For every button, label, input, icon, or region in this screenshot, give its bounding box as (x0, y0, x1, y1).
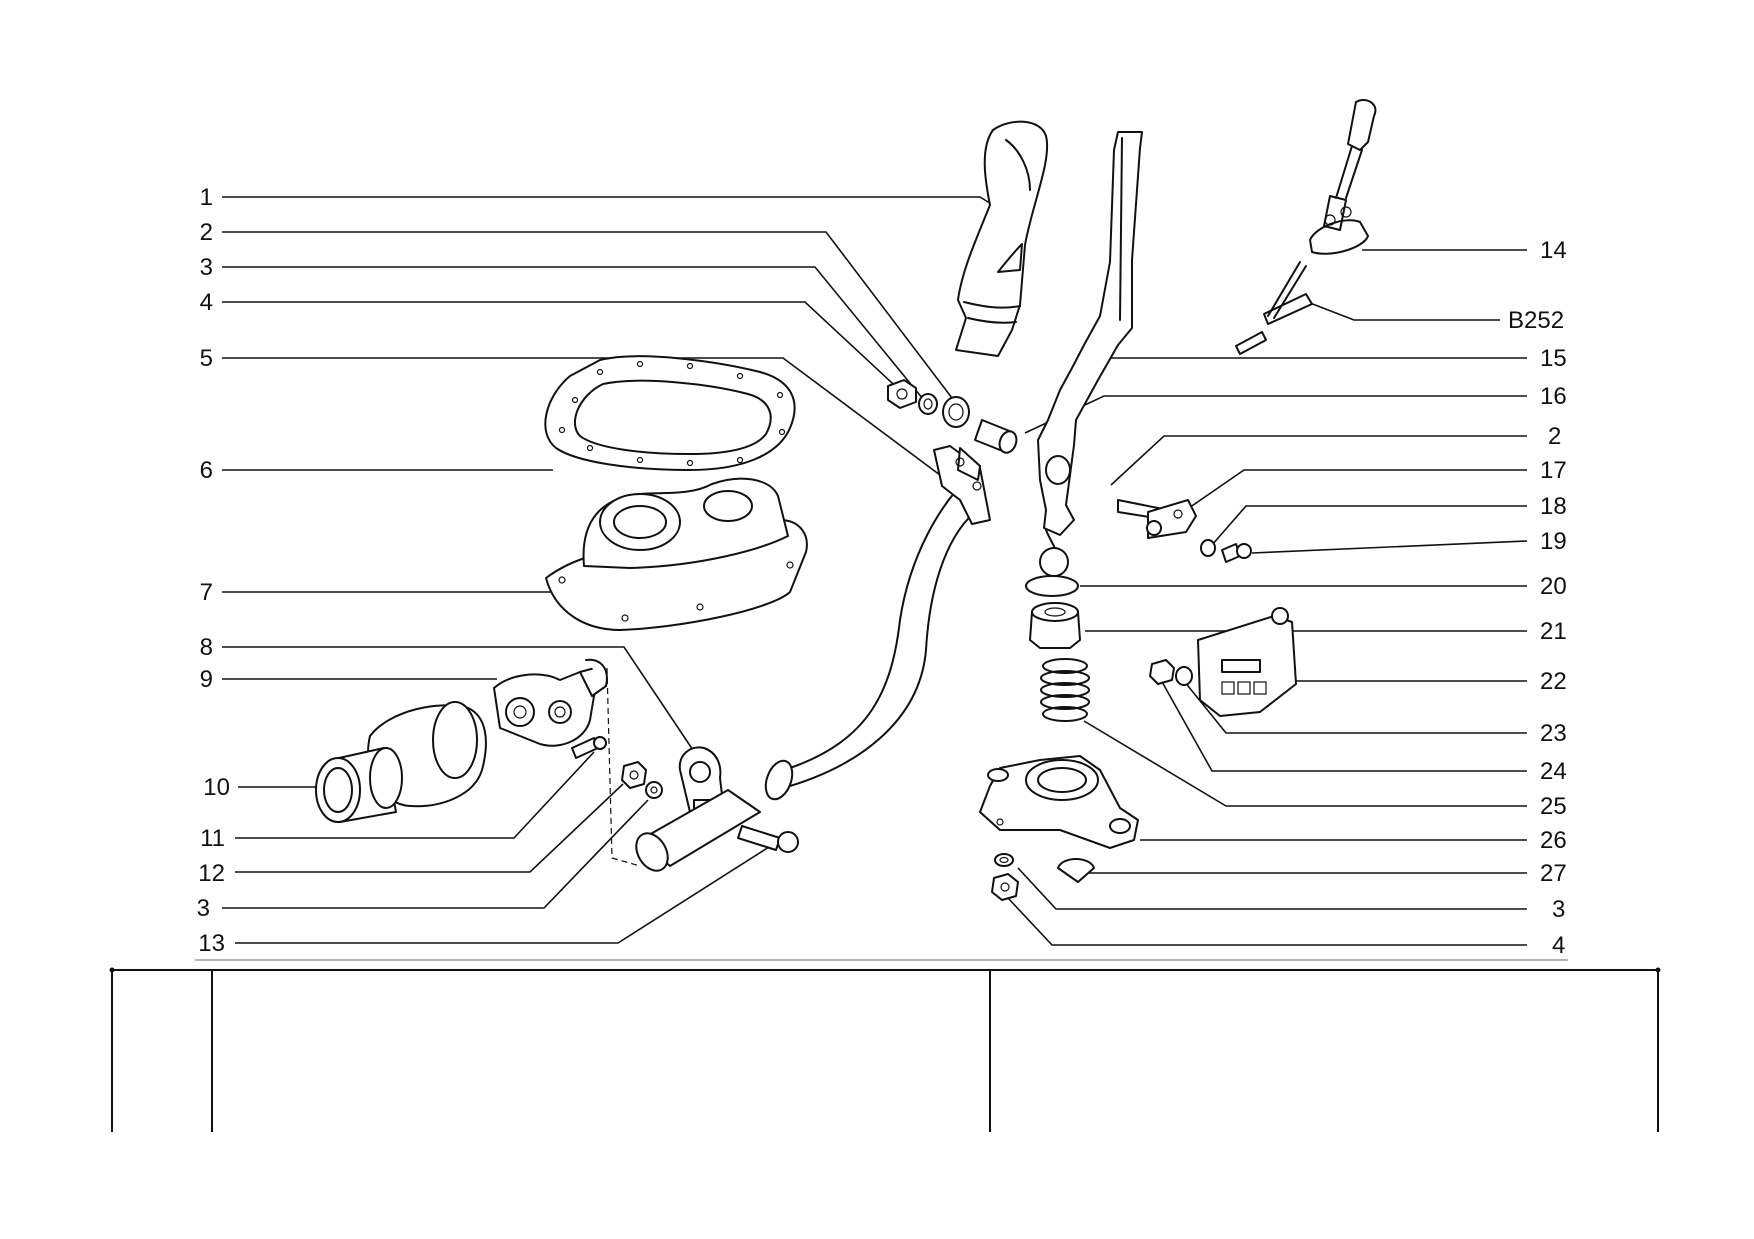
callout-20[interactable]: 20 (1080, 573, 1567, 600)
part-screw-11 (571, 736, 607, 759)
callout-26[interactable]: 26 (1140, 827, 1567, 854)
part-nut-24 (1149, 659, 1175, 685)
callout-label: 10 (203, 774, 230, 801)
callout-label: 22 (1540, 668, 1567, 695)
part-gasket (544, 355, 796, 471)
callout-label: 6 (200, 457, 213, 484)
callout-label: 1 (200, 184, 213, 211)
callout-label: 19 (1540, 528, 1567, 555)
callout-label: 27 (1540, 860, 1567, 887)
part-cap-27 (1057, 858, 1095, 883)
part-lever-assembly (1235, 98, 1377, 355)
callout-label: 26 (1540, 827, 1567, 854)
callout-label: 21 (1540, 618, 1567, 645)
callout-label: 16 (1540, 383, 1567, 410)
callout-2[interactable]: 2 (200, 219, 956, 403)
part-bushing (974, 419, 1018, 454)
callout-1[interactable]: 1 (200, 184, 994, 211)
callout-13[interactable]: 13 (198, 839, 781, 957)
callout-23[interactable]: 23 (1183, 680, 1567, 747)
callout-25[interactable]: 25 (1083, 720, 1567, 820)
callout-3[interactable]: 3 (200, 254, 933, 411)
part-washer-23 (1175, 666, 1193, 686)
callout-22[interactable]: 22 (1296, 668, 1567, 695)
callout-3b[interactable]: 3 (197, 799, 649, 922)
part-nut-4 (887, 379, 917, 409)
part-pivot-arm (1117, 499, 1197, 539)
callout-label: 2 (200, 219, 213, 246)
callout-label: 17 (1540, 457, 1567, 484)
callouts-left: 1 2 3 4 5 6 7 8 (197, 184, 994, 957)
callout-18[interactable]: 18 (1211, 493, 1567, 546)
callout-14[interactable]: 14 (1362, 237, 1567, 264)
callout-label: 11 (200, 825, 225, 852)
part-gear-knob (955, 120, 1049, 357)
callout-label: 12 (198, 860, 225, 887)
callout-15[interactable]: 15 (1086, 345, 1567, 372)
callout-label: 24 (1540, 758, 1567, 785)
callout-27[interactable]: 27 (1078, 860, 1567, 887)
callout-2r[interactable]: 2 (1110, 423, 1561, 486)
callout-label: 8 (200, 634, 213, 661)
callout-19[interactable]: 19 (1251, 528, 1567, 555)
callout-8[interactable]: 8 (200, 634, 702, 763)
callout-label: 18 (1540, 493, 1567, 520)
part-selector-rod (764, 445, 991, 801)
assembly-guide (606, 667, 641, 867)
callout-B252[interactable]: B252 (1309, 302, 1564, 334)
callout-7[interactable]: 7 (200, 579, 552, 606)
part-nut-4-bottom (991, 873, 1019, 901)
callout-label: B252 (1508, 307, 1564, 334)
callout-label: 14 (1540, 237, 1567, 264)
callout-17[interactable]: 17 (1185, 457, 1567, 511)
callout-10[interactable]: 10 (203, 774, 324, 801)
callout-12[interactable]: 12 (198, 783, 624, 887)
callout-16[interactable]: 16 (1024, 383, 1567, 434)
part-snap-ring (1025, 575, 1079, 597)
callout-label: 25 (1540, 793, 1567, 820)
part-base-housing (979, 755, 1139, 849)
part-bracket (493, 658, 608, 747)
part-rubber-mount (315, 701, 487, 823)
part-nut-12 (621, 761, 647, 789)
callout-label: 2 (1548, 423, 1561, 450)
callout-label: 3 (200, 254, 213, 281)
callout-4[interactable]: 4 (200, 289, 906, 396)
part-socket (1029, 602, 1081, 649)
callout-11[interactable]: 11 (200, 751, 595, 852)
part-bolt-13 (737, 825, 799, 853)
callout-label: 3 (197, 895, 210, 922)
callout-6[interactable]: 6 (200, 457, 553, 484)
part-washer-3 (918, 393, 938, 415)
callouts-right: 14 B252 15 16 2 17 18 19 (1007, 237, 1567, 959)
callout-label: 4 (1552, 932, 1565, 959)
callout-label: 23 (1540, 720, 1567, 747)
part-plate (1197, 607, 1297, 717)
part-washer-3-left (645, 781, 663, 799)
callout-label: 5 (200, 345, 213, 372)
callout-24[interactable]: 24 (1160, 679, 1567, 785)
part-spring (1040, 658, 1090, 722)
part-washer-18 (1200, 539, 1216, 557)
callout-label: 4 (200, 289, 213, 316)
callout-label: 15 (1540, 345, 1567, 372)
callout-3r[interactable]: 3 (1017, 867, 1565, 923)
title-block (109, 967, 1661, 1132)
callout-9[interactable]: 9 (200, 666, 497, 693)
callout-label: 13 (198, 930, 225, 957)
part-screw-19 (1221, 543, 1252, 563)
callout-label: 7 (200, 579, 213, 606)
callout-label: 9 (200, 666, 213, 693)
callout-4r[interactable]: 4 (1007, 897, 1565, 959)
callout-label: 3 (1552, 896, 1565, 923)
part-washer-3-bottom (994, 853, 1014, 867)
callout-5[interactable]: 5 (200, 345, 945, 479)
part-boot (545, 477, 808, 631)
part-sleeve (635, 789, 761, 872)
callout-21[interactable]: 21 (1085, 618, 1567, 645)
part-ring-2 (942, 396, 970, 428)
callout-label: 20 (1540, 573, 1567, 600)
